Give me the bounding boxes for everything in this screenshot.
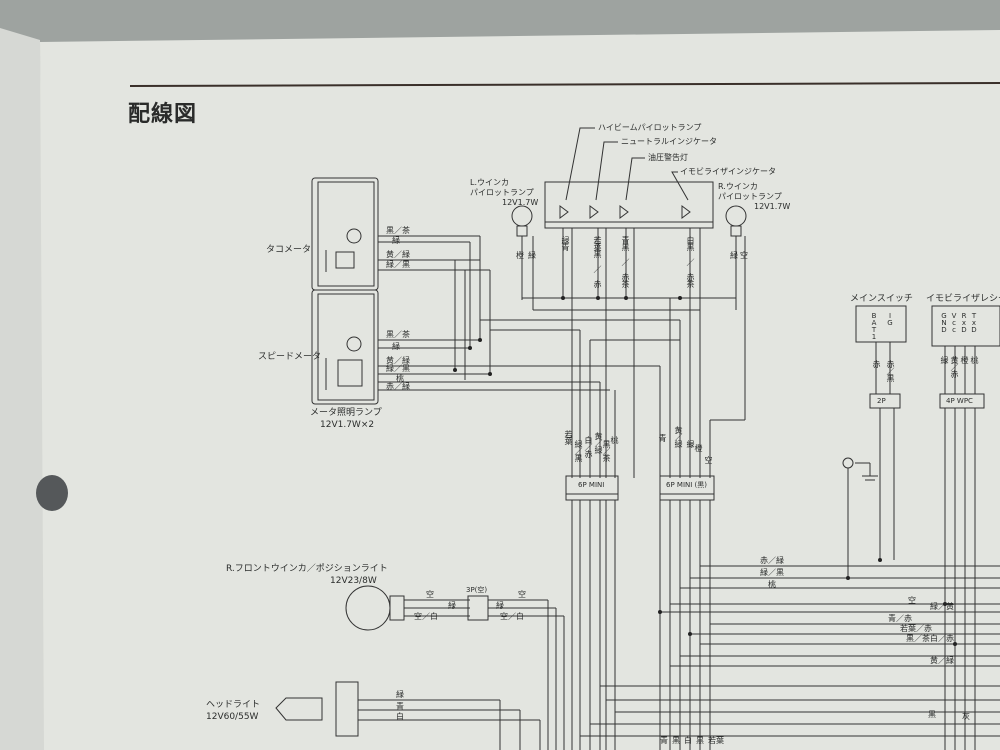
tachometer-label: タコメータ	[266, 245, 312, 255]
wire-label: 灰	[962, 712, 970, 721]
immobilizer-indicator-label: イモビライザインジケータ	[680, 167, 776, 176]
connector-6p-mini-b: 6P MINI (黒)	[666, 481, 707, 489]
wire-label: 黒	[672, 736, 680, 745]
wire-label: 黒／茶	[906, 634, 930, 643]
wire-label: 緑	[730, 251, 738, 260]
pin-label: Vcc	[950, 312, 958, 333]
wire-label: 緑	[496, 601, 504, 610]
pin-label: IG	[886, 312, 894, 326]
wire-label: 緑／黒	[386, 260, 410, 269]
oil-pressure-indicator-label: 油圧警告灯	[648, 153, 688, 162]
wire-label: 赤／緑	[760, 556, 784, 565]
left-pilot-spec: 12V1.7W	[502, 198, 539, 207]
front-winker-spec: 12V23/8W	[330, 576, 377, 586]
front-winker-label: R.フロントウインカ／ポジションライト	[226, 564, 388, 574]
main-switch-connector: 2P	[877, 397, 886, 405]
wire-label: 空／白	[414, 612, 438, 621]
wire-label: 赤／黒	[886, 360, 895, 381]
wire-label: 緑	[392, 342, 400, 351]
headlight-spec: 12V60/55W	[206, 712, 259, 722]
wire-label: 青	[660, 736, 668, 745]
pin-label: RxD	[960, 312, 968, 333]
wire-label: 若葉／赤	[900, 624, 932, 633]
wire-label: 緑	[528, 251, 536, 260]
page-title: 配線図	[128, 102, 198, 127]
wire-label: 空	[740, 251, 748, 260]
wire-label: 赤／緑	[386, 382, 410, 391]
wire-label: 空	[518, 590, 526, 599]
right-pilot-label-2: パイロットランプ	[718, 192, 782, 201]
wire-label: 桃	[970, 356, 979, 363]
wire-label: 空	[426, 590, 434, 599]
high-beam-indicator-label: ハイビームパイロットランプ	[598, 123, 702, 132]
wire-label: 青黒 ／ 赤茶	[621, 236, 630, 287]
wire-label: 黒	[696, 736, 704, 745]
pin-label: GND	[940, 312, 948, 333]
wire-label: 黒／茶	[386, 226, 410, 235]
pin-label: BAT1	[870, 312, 878, 340]
wire-label: 空	[704, 456, 713, 463]
wire-label: 白	[684, 736, 692, 745]
wire-label: 橙	[516, 251, 524, 260]
wire-label: 黒／茶	[386, 330, 410, 339]
speedometer-label: スピードメータ	[258, 352, 322, 362]
wire-label: 緑／黄	[930, 602, 954, 611]
wire-label: 白	[396, 712, 404, 721]
wire-label: 桃	[610, 436, 619, 443]
right-pilot-spec: 12V1.7W	[754, 202, 791, 211]
wire-label: 空	[908, 596, 916, 605]
right-pilot-label: R.ウインカ	[718, 182, 758, 191]
wire-label: 若葉	[708, 736, 724, 745]
headlight-label: ヘッドライト	[206, 700, 261, 710]
wire-label: 黄／緑	[386, 250, 410, 259]
wire-label: 青／赤	[888, 614, 912, 623]
pin-label: TxD	[970, 312, 978, 333]
wire-label: 緑	[940, 356, 949, 363]
meter-lamp-label: メータ照明ランプ	[310, 408, 382, 418]
wire-label: 緑	[396, 690, 404, 699]
wire-label: 黄／赤	[950, 356, 959, 377]
wire-label: 桃	[768, 580, 776, 589]
wire-label: 黒	[928, 710, 936, 719]
wire-label: 緑／黒	[386, 364, 410, 373]
wire-label: 緑青	[561, 236, 570, 250]
wire-label: 空／白	[500, 612, 524, 621]
connector-6p-mini-a: 6P MINI	[578, 481, 605, 489]
wire-label: 緑／黒	[574, 440, 583, 461]
wire-label: 白／赤	[584, 436, 593, 457]
wire-label: 橙	[960, 356, 969, 363]
immobilizer-connector: 4P WPC	[946, 397, 973, 405]
wire-label: 白／赤	[930, 634, 954, 643]
immobilizer-receiver-label: イモビライザレシーバ	[926, 294, 1000, 304]
wire-label: 黄／緑	[594, 432, 603, 453]
wire-label: 青	[396, 702, 404, 711]
wire-label: 黄／緑	[930, 656, 954, 665]
meter-lamp-spec: 12V1.7W×2	[320, 420, 375, 430]
neutral-indicator-label: ニュートラルインジケータ	[621, 137, 717, 146]
wire-label: 桃	[396, 374, 404, 383]
wire-label: 黄／緑	[386, 356, 410, 365]
main-switch-label: メインスイッチ	[850, 294, 913, 304]
wire-label: 緑／黒	[760, 568, 784, 577]
wire-label: 青	[658, 434, 667, 441]
wire-label: 緑	[392, 236, 400, 245]
wire-label: 若葉黒 ／ 赤	[593, 236, 602, 287]
wire-label: 赤	[872, 360, 881, 367]
wire-label: 若葉	[564, 430, 573, 444]
wire-label: 緑	[448, 601, 456, 610]
wire-label: 緑	[686, 440, 695, 447]
front-winker-connector: 3P(空)	[466, 586, 488, 594]
wire-label: 白黒 ／ 赤茶	[686, 236, 695, 287]
left-pilot-label-2: パイロットランプ	[470, 188, 534, 197]
wire-label: 黄／緑	[674, 426, 683, 447]
wire-label: 黒／茶	[602, 440, 611, 461]
left-pilot-label: L.ウインカ	[470, 178, 509, 187]
wire-label: 橙	[694, 444, 703, 451]
